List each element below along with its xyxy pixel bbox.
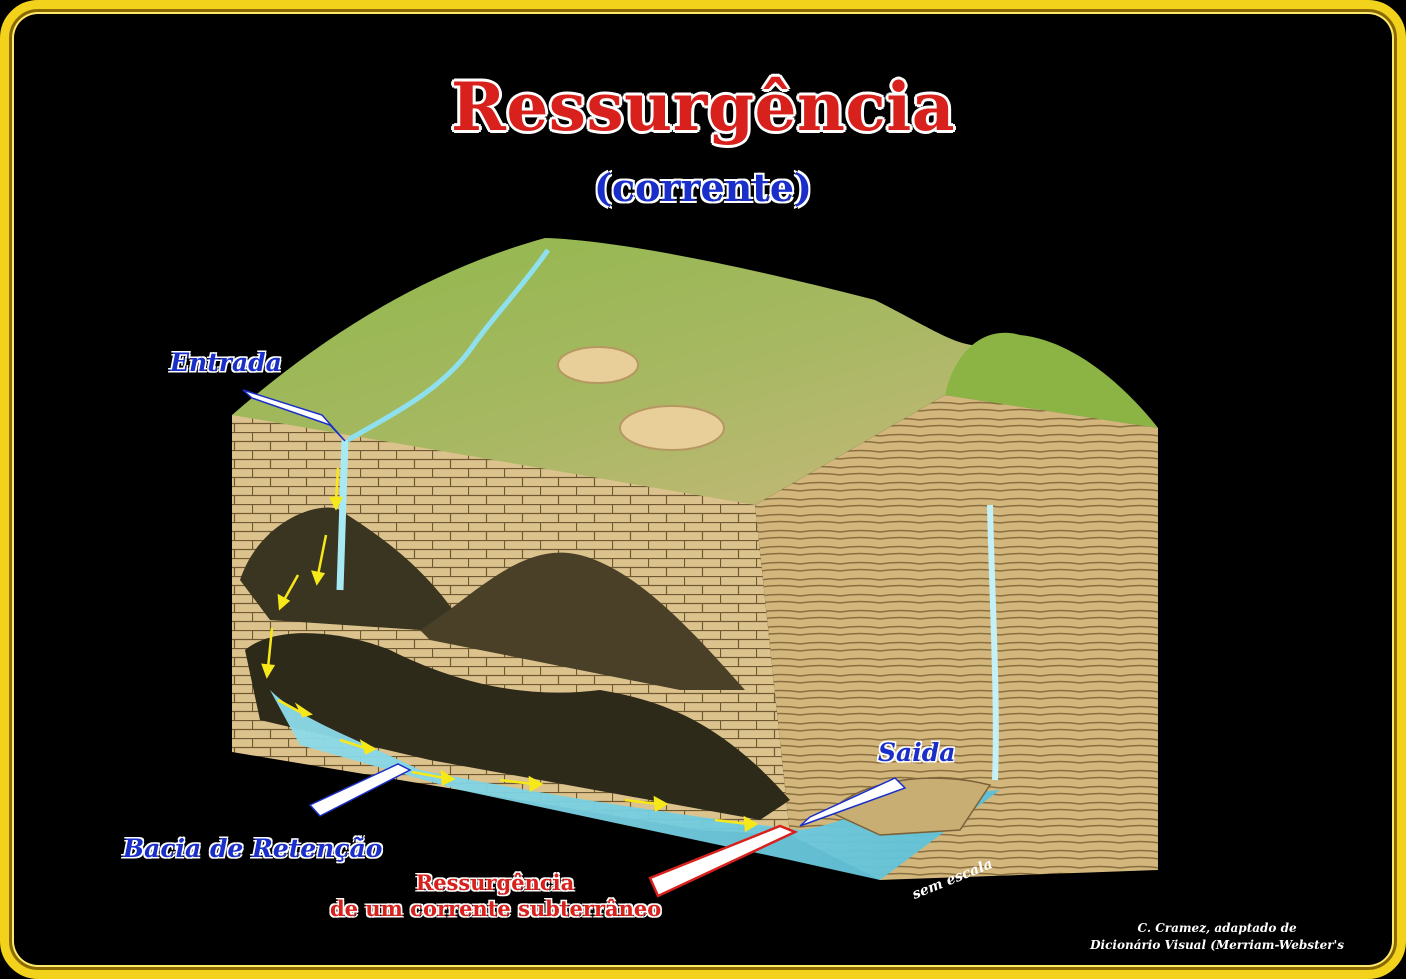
flow-arrows	[261, 467, 759, 833]
label-ressurgencia-line2: de um corrente subterrâneo	[330, 896, 662, 921]
entrada-pointer	[242, 389, 346, 442]
page-subtitle: (corrente)	[593, 165, 813, 210]
credit: C. Cramez, adaptado de Dicionário Visual…	[1090, 920, 1344, 954]
lower-cave	[245, 633, 790, 820]
top-terrain	[232, 238, 1158, 505]
cliff-waterfall	[987, 504, 999, 781]
sinkhole-1	[557, 346, 639, 384]
page-title: Ressurgência	[450, 68, 956, 146]
label-saida: Saida	[878, 738, 956, 767]
upper-cave	[240, 507, 460, 630]
side-strata-face	[755, 395, 1158, 880]
entrance-waterfall	[336, 439, 349, 591]
label-ressurgencia: Ressurgência de um corrente subterrâneo	[330, 870, 662, 922]
label-bacia: Bacia de Retenção	[123, 834, 383, 863]
sinkhole-2	[619, 405, 725, 451]
underground-river	[270, 690, 1000, 880]
ressurgencia-pointer	[648, 824, 799, 898]
label-ressurgencia-line1: Ressurgência	[415, 870, 575, 895]
label-entrada: Entrada	[170, 348, 282, 377]
saida-pointer	[799, 777, 907, 827]
credit-line2: Dicionário Visual (Merriam-Webster's	[1090, 938, 1344, 952]
credit-line1: C. Cramez, adaptado de	[1137, 921, 1297, 935]
middle-cave	[420, 552, 745, 690]
right-hill	[945, 332, 1158, 428]
surface-stream	[346, 248, 551, 443]
bacia-pointer	[308, 763, 412, 817]
